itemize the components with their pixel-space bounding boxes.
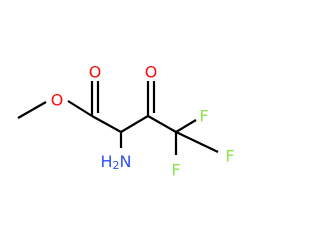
amine-subscript: 2: [113, 159, 120, 172]
molecule-svg: O O O H2N F F F: [17, 63, 235, 180]
atom-amine-label: H2N: [101, 152, 132, 172]
bond-methyl-ester-o: [17, 101, 47, 119]
amine-n: N: [120, 152, 132, 171]
atom-fluorine-upper: F: [199, 107, 208, 126]
bond-cf3-f-upper: [175, 119, 197, 133]
bond-c1-alpha: [91, 115, 122, 133]
bond-cf3-f-right: [175, 131, 219, 153]
bond-ester-o-carbonyl-c: [67, 100, 93, 117]
atom-carbonyl-oxygen-1: O: [89, 63, 102, 82]
bond-alpha-c3: [120, 115, 149, 133]
atom-carbonyl-oxygen-2: O: [145, 63, 158, 82]
atom-ester-oxygen: O: [51, 91, 64, 110]
atom-fluorine-right: F: [225, 147, 234, 166]
bond-c3-cf3: [147, 115, 177, 133]
amine-h: H: [101, 152, 113, 171]
molecule-diagram: O O O H2N F F F: [17, 63, 235, 180]
atom-fluorine-lower: F: [171, 161, 180, 180]
